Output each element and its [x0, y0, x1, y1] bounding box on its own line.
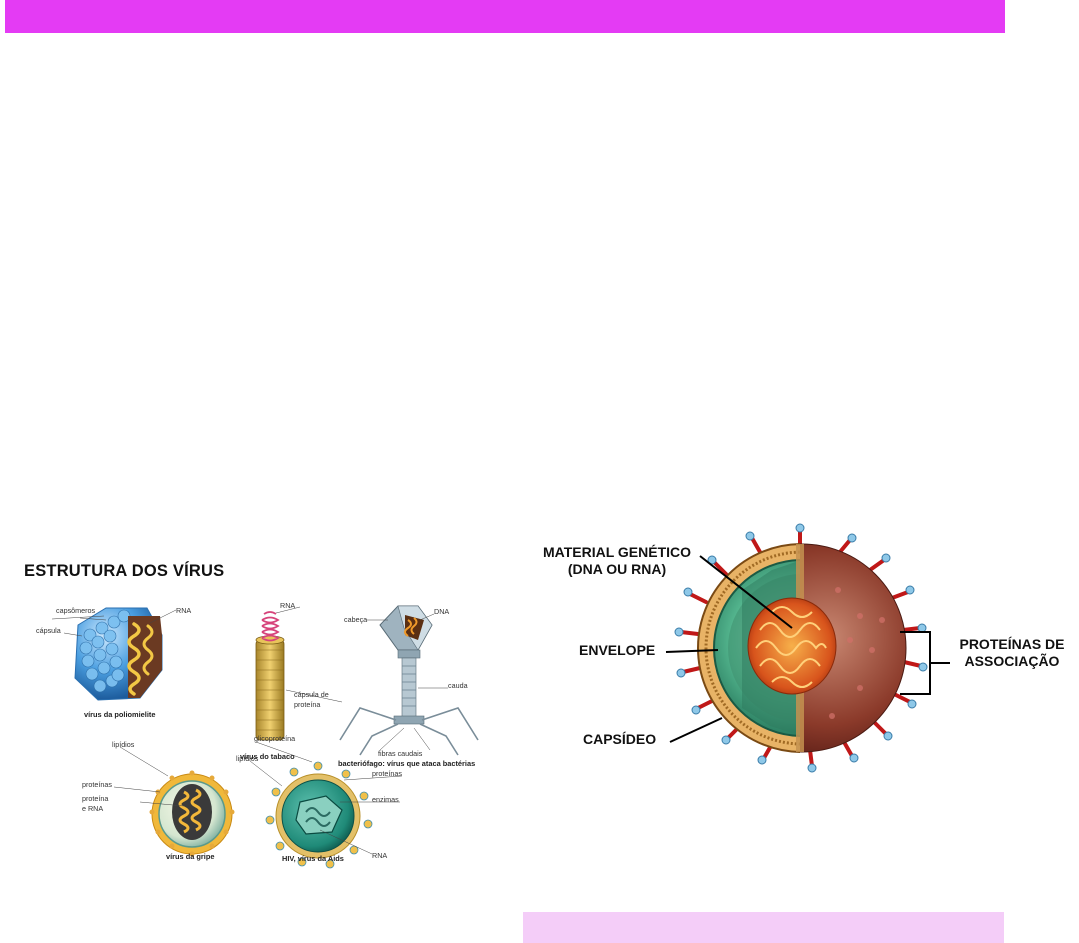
label-enzimas: enzimas: [372, 795, 399, 804]
label-material-genetico: MATERIAL GENÉTICO (DNA OU RNA): [532, 544, 702, 578]
caption-hiv: HIV, vírus da Aids: [282, 854, 344, 863]
caption-phage: bacteriófago: vírus que ataca bactérias: [338, 759, 475, 768]
footer-bar: [523, 912, 1004, 943]
label-capsideo: CAPSÍDEO: [583, 731, 656, 748]
label-proteinas-de-associacao: PROTEÍNAS DE ASSOCIAÇÃO: [952, 636, 1072, 670]
virus-structure-illustrations: [0, 540, 500, 910]
virus-cross-section-figure: MATERIAL GENÉTICO (DNA OU RNA) ENVELOPE …: [520, 520, 1079, 790]
label-capsula-de: cápsula de: [294, 690, 329, 699]
caption-polio: vírus da poliomielite: [84, 710, 155, 719]
label-cabeca: cabeça: [344, 615, 367, 624]
label-flu-lipidios: lipídios: [112, 740, 134, 749]
label-proteina: proteína: [82, 794, 108, 803]
genetic-material-core: [748, 598, 836, 694]
leader-capsideo: [670, 718, 722, 742]
header-bar: [5, 0, 1005, 33]
virus-structure-figure: ESTRUTURA DOS VÍRUS capsômeros cápsula R…: [0, 540, 500, 910]
polio-virus-illustration: [52, 608, 176, 700]
label-tobacco-rna: RNA: [280, 601, 295, 610]
label-polio-rna: RNA: [176, 606, 191, 615]
label-capsula: cápsula: [36, 626, 61, 635]
tobacco-virus-illustration: [256, 607, 342, 740]
figure-title: ESTRUTURA DOS VÍRUS: [24, 562, 224, 581]
label-fibras-caudais: fibras caudais: [378, 749, 422, 758]
label-cauda: cauda: [448, 681, 468, 690]
label-capsomeros: capsômeros: [56, 606, 95, 615]
caption-flu: vírus da gripe: [166, 852, 214, 861]
label-hiv-rna: RNA: [372, 851, 387, 860]
label-hiv-proteinas: proteínas: [372, 769, 402, 778]
label-phage-dna: DNA: [434, 607, 449, 616]
label-proteina: proteína: [294, 700, 320, 709]
label-e-rna: e RNA: [82, 804, 103, 813]
label-hiv-lipidios: lipídios: [236, 754, 258, 763]
label-envelope: ENVELOPE: [579, 642, 655, 659]
label-flu-proteinas: proteínas: [82, 780, 112, 789]
flu-virus-illustration: [114, 747, 235, 857]
label-glicoproteina: glicoproteína: [254, 734, 295, 743]
